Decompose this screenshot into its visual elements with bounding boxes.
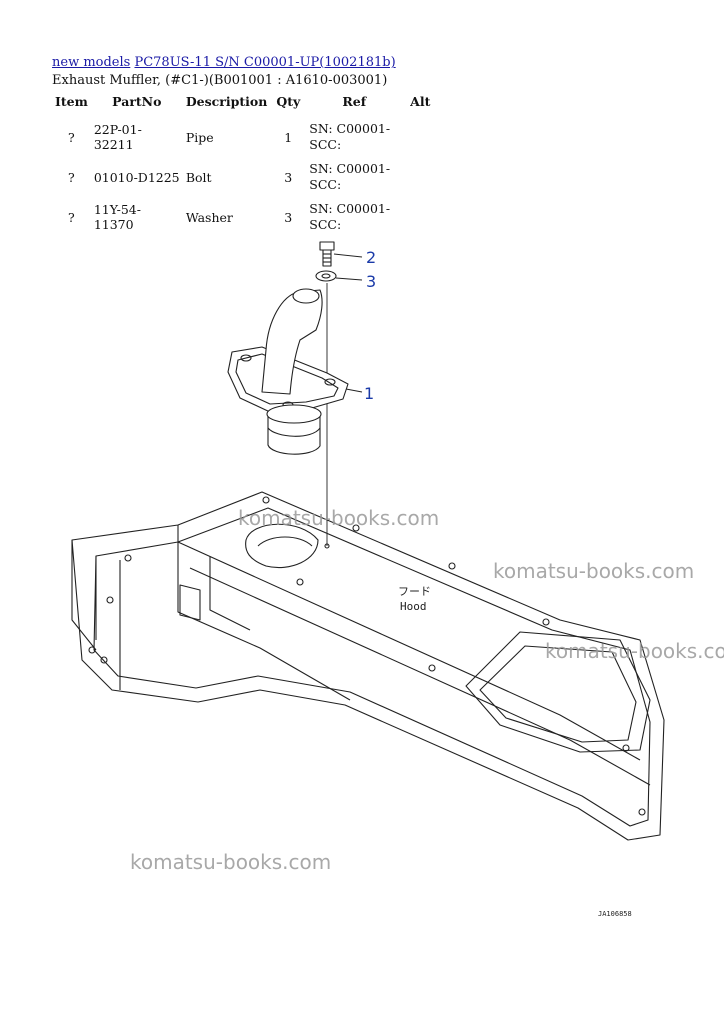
header-partno: PartNo	[112, 94, 162, 109]
header-ref: Ref	[342, 94, 367, 109]
cell-qty: 1	[284, 129, 293, 145]
header-alt: Alt	[410, 94, 431, 109]
washer-drawing	[315, 270, 337, 282]
table-row: ? 11Y-54-11370 Washer 3 SN: C00001-SCC:	[52, 197, 438, 237]
cell-description: Pipe	[185, 129, 214, 145]
header-qty: Qty	[276, 94, 301, 109]
cell-partno: 01010-D1225	[93, 169, 180, 185]
cell-partno: 11Y-54-11370	[93, 202, 141, 232]
watermark: komatsu-books.com	[130, 850, 332, 874]
pipe-drawing	[227, 288, 349, 455]
watermark: komatsu-books.com	[545, 639, 724, 663]
breadcrumb: new models PC78US-11 S/N C00001-UP(10021…	[52, 55, 396, 70]
table-header-row: Item PartNo Description Qty Ref Alt	[52, 92, 438, 117]
ref-line-1: SN: C00001-	[309, 201, 391, 216]
ref-line-2: SCC:	[309, 217, 342, 232]
callout-1: 1	[364, 384, 374, 403]
cell-description: Bolt	[185, 169, 212, 185]
page-subtitle: Exhaust Muffler, (#C1-)(B001001 : A1610-…	[52, 73, 388, 88]
cell-alt	[402, 157, 438, 197]
watermark: komatsu-books.com	[493, 559, 695, 583]
ref-line-2: SCC:	[309, 177, 342, 192]
exploded-parts-diagram: 2 3 1 フード Hood	[71, 241, 665, 841]
cell-item: ?	[68, 209, 75, 225]
table-row: ? 01010-D1225 Bolt 3 SN: C00001-SCC:	[52, 157, 438, 197]
new-models-link[interactable]: new models	[52, 55, 131, 70]
hood-drawing	[71, 491, 665, 841]
hood-label-jp: フード	[398, 585, 431, 598]
cell-ref: SN: C00001-SCC:	[306, 197, 402, 237]
cell-description: Washer	[185, 209, 233, 225]
cell-item: ?	[68, 169, 75, 185]
hood-label-en: Hood	[400, 600, 427, 613]
ref-line-1: SN: C00001-	[309, 121, 391, 136]
cell-ref: SN: C00001-SCC:	[306, 117, 402, 157]
parts-table: Item PartNo Description Qty Ref Alt ? 22…	[52, 92, 438, 237]
header-description: Description	[185, 94, 268, 109]
callout-3: 3	[366, 272, 376, 291]
cell-alt	[402, 117, 438, 157]
ref-line-1: SN: C00001-	[309, 161, 391, 176]
drawing-code: JA106858	[598, 910, 632, 918]
cell-item: ?	[68, 129, 75, 145]
watermark: komatsu-books.com	[238, 506, 440, 530]
callout-2: 2	[366, 248, 376, 267]
cell-qty: 3	[284, 209, 293, 225]
cell-partno: 22P-01-32211	[93, 122, 142, 152]
table-row: ? 22P-01-32211 Pipe 1 SN: C00001-SCC:	[52, 117, 438, 157]
bolt-drawing	[319, 241, 335, 267]
model-link[interactable]: PC78US-11 S/N C00001-UP(1002181b)	[134, 55, 396, 70]
header-item: Item	[55, 94, 88, 109]
cell-qty: 3	[284, 169, 293, 185]
cell-ref: SN: C00001-SCC:	[306, 157, 402, 197]
ref-line-2: SCC:	[309, 137, 342, 152]
